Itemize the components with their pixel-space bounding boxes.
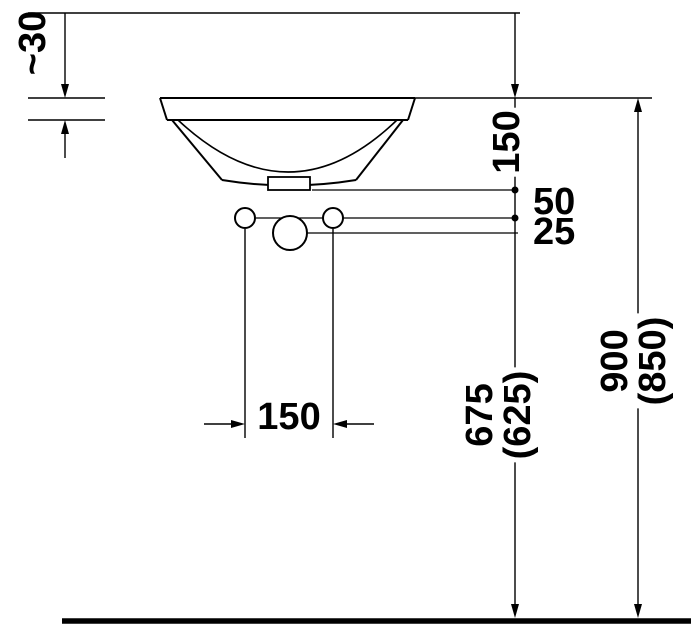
dim-label-rim-height-primary: 900 (594, 329, 636, 393)
faucet-holes (234, 207, 344, 251)
drain-rectangle (267, 176, 311, 191)
hole-spacing-dimension (204, 229, 374, 438)
outlet-height-dimension (511, 13, 519, 618)
arrow-right-icon (231, 420, 245, 428)
right-hole-circle (322, 207, 344, 229)
dim-label-wall-offset: ~30 (12, 10, 54, 76)
arrow-down-icon (61, 84, 69, 98)
dim-label-outlet-height-primary: 675 (459, 383, 501, 447)
dim-label-rim-height: 900 (850) (594, 313, 674, 409)
arrow-down-icon (634, 604, 642, 618)
basin-rim-right-edge (407, 97, 416, 121)
arrow-down-icon (511, 84, 519, 98)
arrow-left-icon (333, 420, 347, 428)
center-hole-circle (272, 215, 308, 251)
basin-outline (159, 97, 416, 191)
dim-label-outlet-height-alt: (625) (497, 370, 539, 460)
basin-body-left-line (171, 119, 223, 181)
basin-rim-left-edge (159, 97, 168, 121)
basin-bowl-arc (177, 119, 398, 173)
dim-label-rim-height-alt: (850) (632, 316, 674, 406)
basin-body-right-line (355, 119, 404, 181)
dim-label-outlet-to-holes: 50 (533, 181, 576, 223)
left-hole-circle (234, 207, 256, 229)
dim-label-hole-spacing: 150 (257, 396, 321, 438)
dim-label-outlet-height: 675 (625) (459, 367, 539, 463)
dim-label-hole-offset: 25 (533, 211, 576, 253)
arrow-down-icon (511, 604, 519, 618)
wall-offset-dimension (28, 13, 105, 158)
arrow-up-icon (634, 98, 642, 112)
dim-label-rim-to-outlet: 150 (486, 107, 528, 177)
arrow-up-icon (61, 120, 69, 134)
